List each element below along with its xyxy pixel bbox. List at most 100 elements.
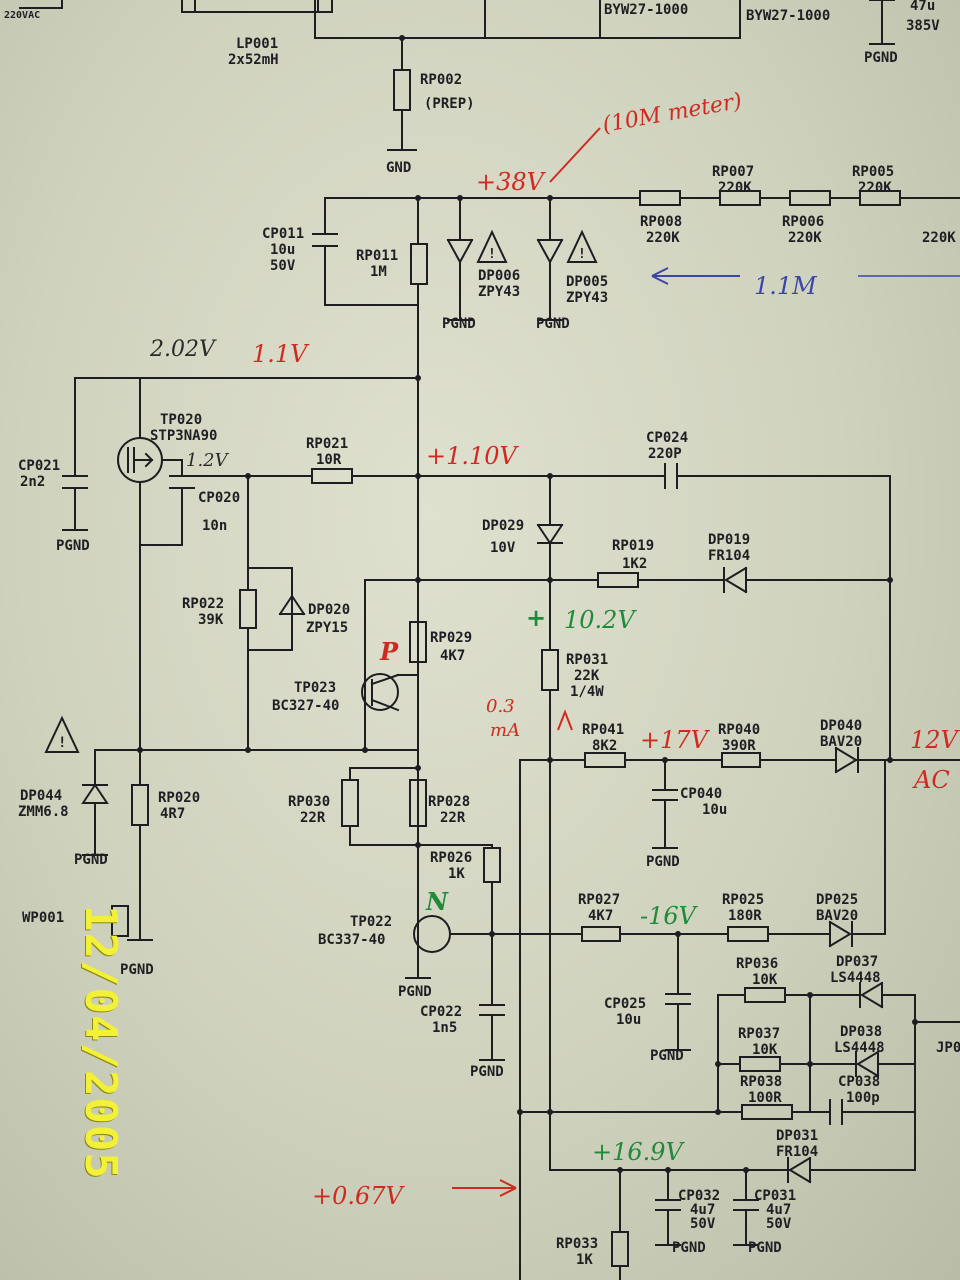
- rp025-value: 180R: [728, 908, 762, 924]
- rp005-resistor: [859, 190, 901, 206]
- dp044-warning-icon: [44, 715, 80, 753]
- tp022-transistor: [413, 915, 451, 953]
- rp006-resistor: [789, 190, 831, 206]
- gnd-label: GND: [386, 160, 411, 176]
- n-mark: N: [425, 887, 449, 916]
- rp040-ref: RP040: [718, 722, 760, 738]
- edge-resistor-value: 220K: [922, 230, 956, 246]
- dp031-ref: DP031: [776, 1128, 818, 1144]
- cp038-value: 100p: [846, 1090, 880, 1106]
- rp038-resistor: [741, 1104, 793, 1120]
- rp037-value: 10K: [752, 1042, 778, 1058]
- rp036-value: 10K: [752, 972, 778, 988]
- tp023-value: BC327-40: [272, 698, 339, 714]
- dp038-diode: [855, 1050, 880, 1078]
- rp038-ref: RP038: [740, 1074, 782, 1090]
- pgnd-cp021: PGND: [56, 538, 90, 554]
- date-stamp: 12/04/2005: [75, 905, 126, 1180]
- cp032-value: 4u7: [690, 1202, 715, 1218]
- rp040-value: 390R: [722, 738, 756, 754]
- v12-note: 12V: [910, 726, 960, 754]
- pgnd-cp032: PGND: [672, 1240, 706, 1256]
- rp028-value: 22R: [440, 810, 466, 826]
- rp019-ref: RP019: [612, 538, 654, 554]
- v169-note: +16.9V: [592, 1138, 686, 1166]
- rp007-resistor: [719, 190, 761, 206]
- rp037-ref: RP037: [738, 1026, 780, 1042]
- dp020-value: ZPY15: [306, 620, 348, 636]
- cp031-voltage: 50V: [766, 1216, 792, 1232]
- dp019-diode: [723, 566, 748, 594]
- rp005-ref: RP005: [852, 164, 894, 180]
- pgnd-cp025: PGND: [650, 1048, 684, 1064]
- cp024-ref: CP024: [646, 430, 688, 446]
- top-section: 220VAC LP001 2x52mH RP002 (PREP) GND BYW…: [4, 0, 940, 176]
- dp037-diode: [859, 981, 884, 1009]
- rp026-resistor: [483, 847, 501, 883]
- rp028-ref: RP028: [428, 794, 470, 810]
- dp025-ref: DP025: [816, 892, 858, 908]
- dp020-zener: [278, 594, 306, 629]
- cp011-ref: CP011: [262, 226, 304, 242]
- pgnd-cp022: PGND: [470, 1064, 504, 1080]
- rp026-ref: RP026: [430, 850, 472, 866]
- cp032-ref: CP032: [678, 1188, 720, 1204]
- dp044-value: ZMM6.8: [18, 804, 69, 820]
- cp025-capacitor: [665, 933, 691, 1051]
- rp011-ref: RP011: [356, 248, 398, 264]
- cp040-capacitor: [652, 759, 678, 849]
- cp020-value: 10n: [202, 518, 227, 534]
- cp032-voltage: 50V: [690, 1216, 716, 1232]
- rp025-resistor: [727, 926, 769, 942]
- dp029-zener: [536, 475, 564, 1171]
- cp022-value: 1n5: [432, 1020, 457, 1036]
- pgnd-cp031: PGND: [748, 1240, 782, 1256]
- rp019-resistor: [597, 572, 639, 588]
- rp033-ref: RP033: [556, 1236, 598, 1252]
- rp038-value: 100R: [748, 1090, 782, 1106]
- v17-note: +17V: [640, 726, 711, 754]
- ma-value-note: 0.3: [486, 696, 515, 717]
- dp006-ref: DP006: [478, 268, 520, 284]
- cp032-capacitor: [655, 1169, 681, 1246]
- cp038-ref: CP038: [838, 1074, 880, 1090]
- rp020-resistor: [131, 784, 149, 826]
- p-mark: P: [379, 637, 399, 666]
- rp006-ref: RP006: [782, 214, 824, 230]
- rp029-value: 4K7: [440, 648, 465, 664]
- svg-text:!: !: [58, 735, 66, 751]
- pgnd-dp005: PGND: [536, 316, 570, 332]
- lp001-inductor: [181, 0, 333, 13]
- rp030-value: 22R: [300, 810, 326, 826]
- rp031-value: 22K: [574, 668, 600, 684]
- cp021-capacitor: [62, 377, 88, 531]
- rp008-value: 220K: [646, 230, 680, 246]
- cp040-value: 10u: [702, 802, 727, 818]
- rp019-value: 1K2: [622, 556, 647, 572]
- diode-a-label: BYW27-1000: [604, 2, 688, 18]
- rp025-ref: RP025: [722, 892, 764, 908]
- jp-connector-label: JP0: [936, 1040, 960, 1056]
- up-arrow-icon: [557, 709, 573, 731]
- dp025-value: BAV20: [816, 908, 858, 924]
- tp023-ref: TP023: [294, 680, 336, 696]
- v110-note: +1.10V: [426, 442, 520, 470]
- cp025-ref: CP025: [604, 996, 646, 1012]
- dp005-warning-icon: [566, 229, 598, 263]
- cp011-value: 10u: [270, 242, 295, 258]
- cp022-ref: CP022: [420, 1004, 462, 1020]
- rp021-resistor: [311, 468, 353, 484]
- cp021-value: 2n2: [20, 474, 45, 490]
- cp038-capacitor: [829, 1099, 843, 1125]
- ac-input-label: 220VAC: [4, 10, 40, 21]
- rp007-ref: RP007: [712, 164, 754, 180]
- rp021-value: 10R: [316, 452, 342, 468]
- rp041-value: 8K2: [592, 738, 617, 754]
- dp029-value: 10V: [490, 540, 516, 556]
- rp030-resistor: [341, 779, 359, 827]
- v-gate-black-note: 2.02V: [149, 337, 217, 362]
- rp020-value: 4R7: [160, 806, 185, 822]
- dp029-ref: DP029: [482, 518, 524, 534]
- rp036-resistor: [744, 987, 786, 1003]
- dp025-diode: [828, 920, 853, 948]
